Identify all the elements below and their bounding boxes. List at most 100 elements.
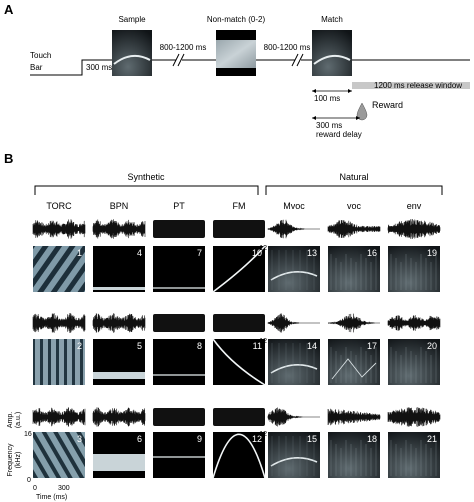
spectrogram-6 [93,432,145,478]
stimulus-number-10: 10 [252,248,262,258]
sample-label: Sample [118,15,146,24]
amp-axis-label-line-2: (a.u.) [15,412,22,428]
break-mark-1b [177,53,185,67]
natural-bracket [265,185,443,195]
reward-delay-label-line-2: reward delay [316,130,362,139]
stimulus-number-18: 18 [367,434,377,444]
gap-1-label: 800-1200 ms [160,43,207,52]
freq-axis-label-line-1: Frequency [7,443,14,477]
spectrogram-11 [212,338,266,386]
stimulus-8: 8 [153,314,205,385]
freq-tick-top: 16 [24,431,32,438]
stimulus-21: 21 [387,407,441,478]
reward-drop-icon [356,102,368,121]
spectrogram-13 [268,246,320,292]
stimulus-number-17: 17 [367,341,377,351]
spectrogram-9 [153,432,205,478]
delay-100-label: 100 ms [314,94,340,103]
stimulus-19: 19 [387,219,441,292]
waveform-18 [327,408,381,426]
column-label-pt: PT [173,201,185,211]
stimulus-20: 20 [387,315,441,385]
stimulus-12: 12 [212,408,266,479]
spectrogram-15 [268,432,320,478]
spectrogram-1 [33,246,85,292]
synthetic-bracket [34,185,259,195]
stimulus-10: 10 [212,220,266,293]
stimulus-4: 4 [92,219,146,292]
panel-b-label: B [4,151,13,166]
stimulus-number-21: 21 [427,434,437,444]
stimulus-number-19: 19 [427,248,437,258]
spectrogram-16 [328,246,380,292]
gap-2-label: 800-1200 ms [264,43,311,52]
reward-delay-label-line-1: 300 ms [316,121,342,130]
stimulus-number-7: 7 [197,248,202,258]
stimulus-number-20: 20 [427,341,437,351]
delay-300-label: 300 ms [86,63,112,72]
stimulus-number-16: 16 [367,248,377,258]
waveform-7 [153,220,205,238]
waveform-17 [327,313,380,333]
column-label-mvoc: Mvoc [283,201,305,211]
spectrogram-5 [93,339,145,385]
stimulus-7: 7 [153,220,205,292]
release-window-label: 1200 ms release window [374,81,462,90]
spectrogram-21 [388,432,440,478]
waveform-16 [327,219,381,239]
spectrogram-18 [328,432,380,478]
column-label-voc: voc [347,201,362,211]
delay-100-arrow [312,89,352,93]
stimulus-6: 6 [92,407,146,478]
freq-mark-12: 12 [259,338,267,345]
waveform-21 [387,407,441,427]
waveform-8 [153,314,205,332]
freq-mark-12: 12 [259,431,267,438]
break-mark-2a [291,53,299,67]
reward-label: Reward [372,100,403,110]
stimulus-number-11: 11 [253,341,262,351]
sample-spectrogram [112,30,152,76]
freq-tick-bottom: 0 [27,477,31,484]
stimulus-number-12: 12 [252,434,262,444]
waveform-13 [267,219,320,239]
stimulus-18: 18 [327,408,381,478]
stimulus-number-3: 3 [77,434,82,444]
spectrogram-17 [328,339,380,385]
spectrogram-7 [153,246,205,292]
group-synthetic-label: Synthetic [127,172,165,182]
spectrogram-12 [212,432,266,479]
stimulus-2: 2 [32,313,86,385]
waveform-1 [32,219,86,239]
touch-bar-label-line-2: Bar [30,63,43,72]
stimulus-number-15: 15 [307,434,317,444]
waveform-4 [92,219,146,239]
stimulus-number-4: 4 [137,248,142,258]
column-label-torc: TORC [46,201,72,211]
spectrogram-2 [33,339,85,385]
stimulus-11: 11 [212,314,266,386]
stimulus-5: 5 [92,313,146,385]
group-natural-label: Natural [339,172,368,182]
stimulus-1: 1 [32,219,86,292]
freq-axis-label-line-2: (kHz) [15,452,22,469]
spectrogram-10 [212,245,266,293]
touch-bar-label-line-1: Touch [30,51,51,60]
stimulus-number-5: 5 [137,341,142,351]
reward-delay-arrow [312,116,360,120]
column-label-bpn: BPN [110,201,129,211]
nonmatch-label: Non-match (0-2) [207,15,266,24]
stimulus-16: 16 [327,219,381,292]
spectrogram-3 [33,432,85,478]
waveform-5 [92,313,146,333]
nonmatch-spectrogram [216,30,256,76]
stimulus-number-2: 2 [77,341,82,351]
waveform-14 [267,313,320,333]
stimulus-number-9: 9 [197,434,202,444]
waveform-3 [32,407,86,427]
waveform-20 [387,315,441,331]
stimulus-number-1: 1 [77,248,82,258]
